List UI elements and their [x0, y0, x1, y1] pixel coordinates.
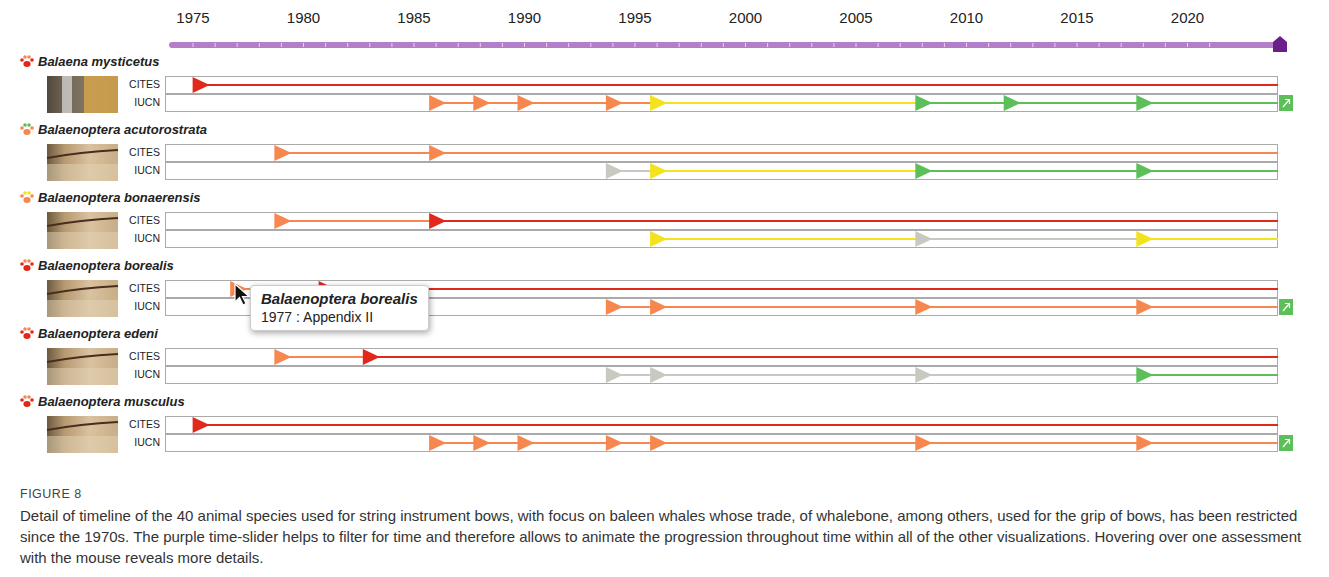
lane-label: IUCN	[122, 232, 160, 244]
lane-label: CITES	[122, 418, 160, 430]
species-name: Balaenoptera musculus	[38, 394, 185, 409]
species-row: Balaenoptera musculusCITES IUCN	[20, 394, 1295, 456]
axis-year: 1995	[618, 9, 651, 26]
lane-label: CITES	[122, 350, 160, 362]
status-lane: IUCN	[122, 94, 1278, 112]
figure-caption: Detail of timeline of the 40 animal spec…	[20, 505, 1310, 568]
status-lane: IUCN	[122, 230, 1278, 248]
lane-label: IUCN	[122, 96, 160, 108]
lane-label: IUCN	[122, 300, 160, 312]
status-lane: IUCN	[122, 162, 1278, 180]
axis-year: 2020	[1171, 9, 1204, 26]
assessment-markers	[165, 94, 1329, 112]
assessment-markers	[165, 366, 1329, 384]
status-lane: IUCN	[122, 434, 1278, 452]
assessment-markers	[165, 162, 1329, 180]
axis-year: 2000	[729, 9, 762, 26]
lane-label: CITES	[122, 146, 160, 158]
assessment-markers	[165, 434, 1329, 452]
species-row: Balaenoptera edeniCITES IUCN	[20, 326, 1295, 388]
axis-year: 1980	[287, 9, 320, 26]
assessment-markers	[165, 348, 1329, 366]
species-name: Balaenoptera bonaerensis	[38, 190, 201, 205]
species-row: Balaenoptera bonaerensisCITES IUCN	[20, 190, 1295, 252]
figure-number: FIGURE 8	[20, 487, 82, 501]
tooltip-detail: 1977 : Appendix II	[261, 309, 418, 325]
axis-year: 2005	[839, 9, 872, 26]
species-row: Balaenoptera acutorostrataCITES IUCN	[20, 122, 1295, 184]
species-row: Balaenoptera borealisCITESIUCN	[20, 258, 1295, 320]
tooltip-box: Balaenoptera borealis 1977 : Appendix II	[250, 285, 429, 331]
assessment-markers	[165, 212, 1329, 230]
status-lane: CITES	[122, 144, 1278, 162]
mouse-cursor	[233, 283, 253, 307]
lane-label: IUCN	[122, 368, 160, 380]
status-lane: IUCN	[122, 366, 1278, 384]
assessment-markers	[165, 416, 1329, 434]
axis-year: 1990	[508, 9, 541, 26]
lane-label: CITES	[122, 214, 160, 226]
species-name: Balaena mysticetus	[38, 54, 159, 69]
lane-label: CITES	[122, 282, 160, 294]
axis-year: 1985	[397, 9, 430, 26]
species-name: Balaenoptera edeni	[38, 326, 158, 341]
species-name: Balaenoptera borealis	[38, 258, 174, 273]
lane-label: IUCN	[122, 436, 160, 448]
assessment-markers	[165, 230, 1329, 248]
status-lane: CITES	[122, 76, 1278, 94]
assessment-markers	[165, 144, 1329, 162]
axis-year: 2015	[1060, 9, 1093, 26]
axis-year: 2010	[950, 9, 983, 26]
lane-label: CITES	[122, 78, 160, 90]
tooltip-title: Balaenoptera borealis	[261, 290, 418, 307]
assessment-markers	[165, 76, 1329, 94]
status-lane: CITES	[122, 416, 1278, 434]
axis-year: 1975	[176, 9, 209, 26]
status-lane: CITES	[122, 212, 1278, 230]
species-name: Balaenoptera acutorostrata	[38, 122, 207, 137]
time-slider	[172, 36, 1287, 52]
status-lane: CITES	[122, 348, 1278, 366]
species-row: Balaena mysticetusCITES IUCN	[20, 54, 1295, 116]
lane-label: IUCN	[122, 164, 160, 176]
